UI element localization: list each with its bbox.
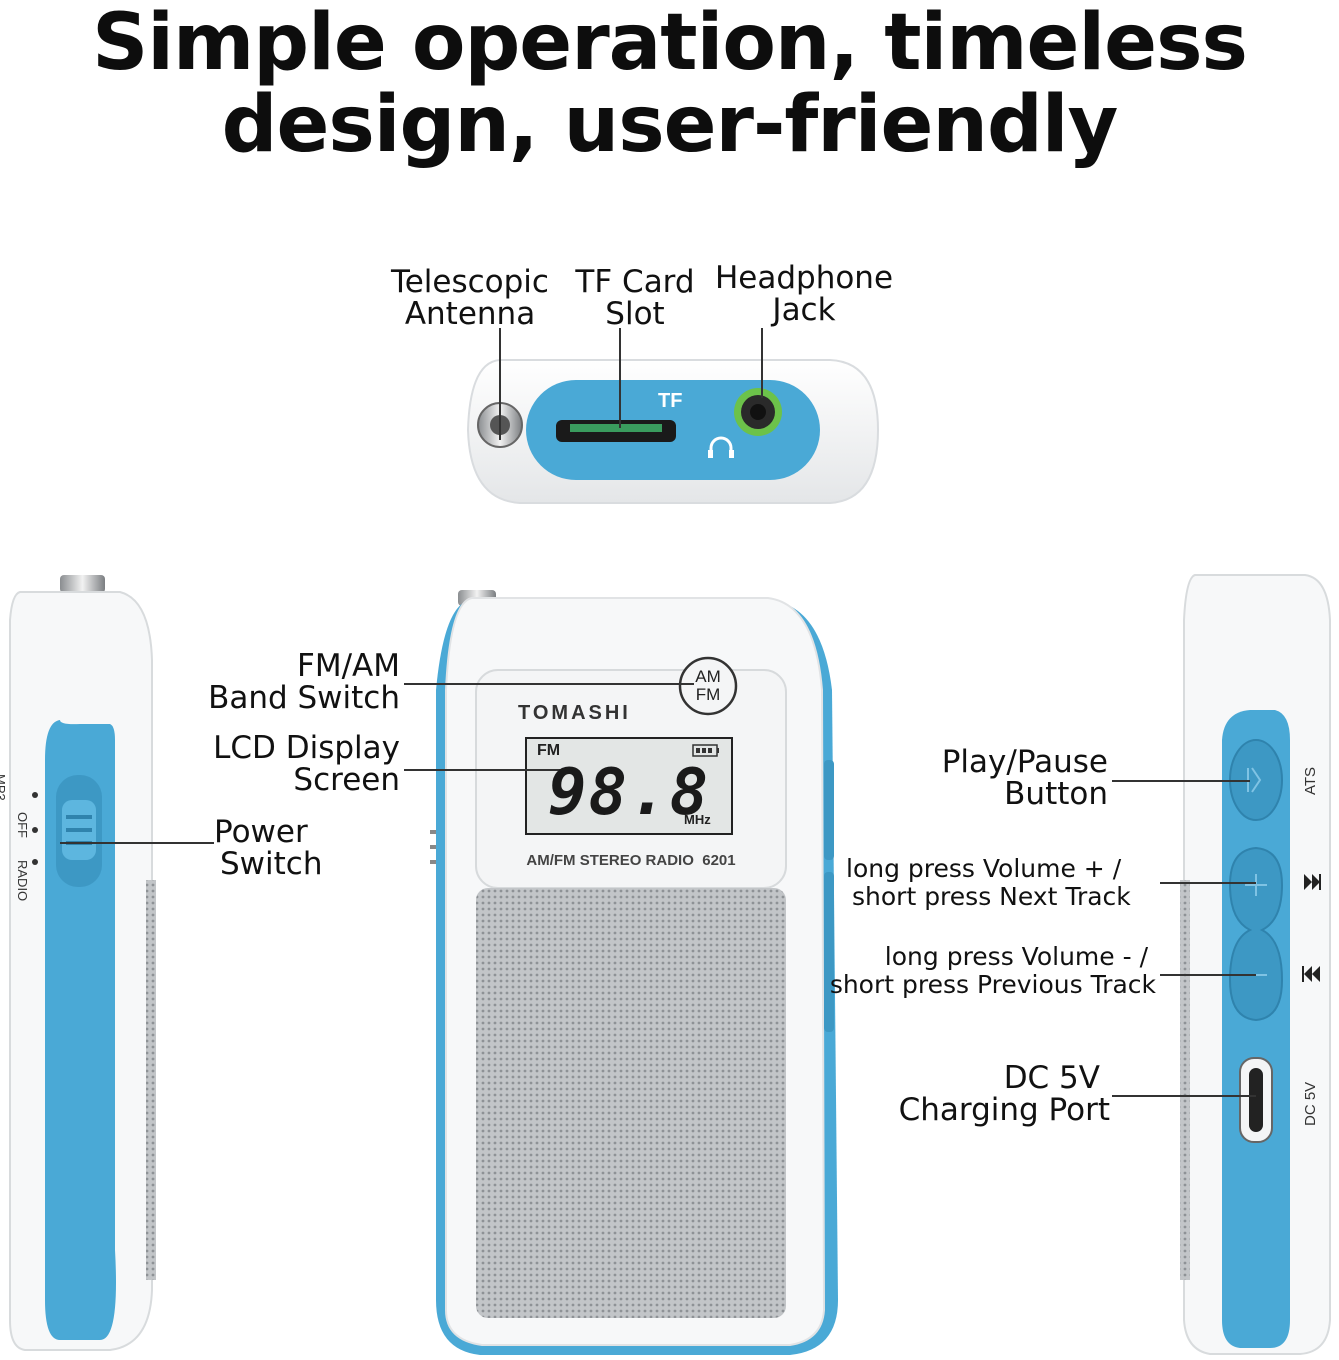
headline-line-1: Simple operation, timeless (92, 0, 1248, 88)
switch-label-mp3: MP3 (0, 774, 8, 801)
lcd-label-line-1: LCD Display (213, 730, 400, 766)
headline-line-2: design, user-friendly (221, 80, 1119, 170)
lcd-label: LCD Display Screen (160, 732, 400, 796)
lcd-label-line-2: Screen (293, 762, 400, 798)
switch-label-off: OFF (15, 812, 30, 838)
play-pause-label-line-2: Button (1004, 776, 1108, 812)
headphone-label-line-2: Jack (772, 292, 836, 328)
charging-port-label-line-1: DC 5V (1003, 1060, 1100, 1096)
band-switch-label-line-1: FM/AM (297, 648, 400, 684)
volume-up-label-line-2: short press Next Track (852, 882, 1131, 911)
model-text: AM/FM STEREO RADIO 6201 (526, 852, 736, 869)
power-switch-label-line-1: Power (214, 814, 308, 850)
band-badge: AM FM (686, 668, 730, 704)
tf-marking: TF (658, 390, 683, 412)
switch-label-radio: RADIO (15, 860, 30, 902)
antenna-label-line-1: Telescopic (391, 264, 549, 300)
charging-port-label: DC 5V Charging Port (860, 1062, 1110, 1126)
headphone-label-line-1: Headphone (714, 260, 894, 296)
band-badge-am: AM (695, 667, 721, 686)
volume-down-label-line-1: long press Volume - / (884, 942, 1148, 971)
tf-slot-label-line-2: Slot (605, 296, 665, 332)
dc5v-label: DC 5V (1302, 1081, 1319, 1126)
tf-slot-label: TF Card Slot (560, 266, 710, 330)
lcd-band-indicator: FM (537, 742, 561, 759)
lcd-unit: MHz (684, 812, 711, 827)
play-pause-label: Play/Pause Button (860, 746, 1108, 810)
charging-port-label-line-2: Charging Port (898, 1092, 1110, 1128)
power-switch-label-line-2: Switch (220, 846, 323, 882)
play-pause-label-line-1: Play/Pause (941, 744, 1108, 780)
ats-label: ATS (1302, 766, 1319, 795)
power-switch-label: Power Switch (214, 816, 354, 880)
band-switch-label-line-2: Band Switch (208, 680, 400, 716)
volume-up-label: long press Volume + / short press Next T… (846, 855, 1156, 911)
antenna-label-line-2: Antenna (404, 296, 536, 332)
antenna-label: Telescopic Antenna (380, 266, 560, 330)
volume-up-label-line-1: long press Volume + / (846, 854, 1122, 883)
tf-slot-label-line-1: TF Card (575, 264, 695, 300)
volume-down-label: long press Volume - / short press Previo… (808, 943, 1156, 999)
headphone-label: Headphone Jack (704, 262, 904, 326)
volume-down-label-line-2: short press Previous Track (829, 970, 1156, 999)
lcd-frequency: 98.8 (548, 756, 711, 830)
brand-logo: TOMASHI (518, 702, 631, 724)
band-switch-label: FM/AM Band Switch (160, 650, 400, 714)
band-badge-fm: FM (695, 685, 721, 704)
